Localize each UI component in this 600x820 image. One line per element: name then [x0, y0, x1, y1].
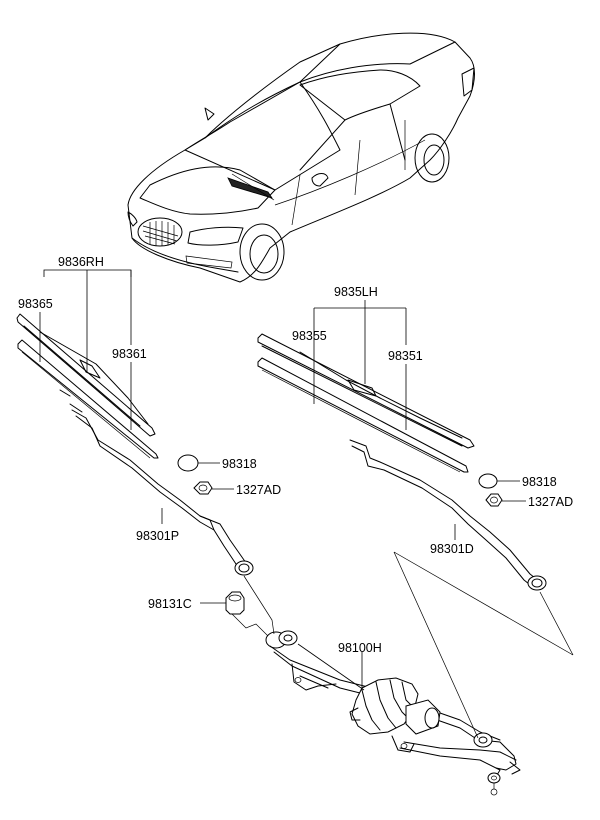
label-nut-lh: 1327AD	[528, 495, 573, 509]
label-rh-refill: 98365	[18, 297, 53, 311]
lh-arm-cap	[478, 473, 498, 489]
leader-lines	[39, 269, 574, 739]
label-cap-rh: 98318	[222, 457, 257, 471]
label-lh-blade: 98351	[388, 349, 423, 363]
motor-linkage-assembly	[265, 630, 521, 796]
label-lh-blade-assy: 9835LH	[334, 285, 378, 299]
rh-arm-cap	[177, 454, 199, 472]
part-labels: 9836RH 98365 98361 9835LH 98355 98351 98…	[18, 255, 573, 655]
lh-wiper-arm	[349, 439, 547, 591]
label-nut-rh: 1327AD	[236, 483, 281, 497]
label-cap-lh: 98318	[522, 475, 557, 489]
pivot-cap	[225, 591, 245, 615]
car-illustration	[127, 32, 475, 283]
label-lh-refill: 98355	[292, 329, 327, 343]
label-rh-blade-assy: 9836RH	[58, 255, 104, 269]
label-motor-linkage: 98100H	[338, 641, 382, 655]
rh-arm-nut	[193, 481, 213, 495]
lh-wiper-blade	[257, 333, 475, 473]
label-rh-blade: 98361	[112, 347, 147, 361]
label-arm-lh: 98301D	[430, 542, 474, 556]
label-pivot-cap: 98131C	[148, 597, 192, 611]
lh-arm-nut	[485, 493, 503, 507]
label-arm-rh: 98301P	[136, 529, 179, 543]
rh-wiper-blade	[16, 313, 159, 459]
rh-wiper-arm	[71, 409, 254, 576]
